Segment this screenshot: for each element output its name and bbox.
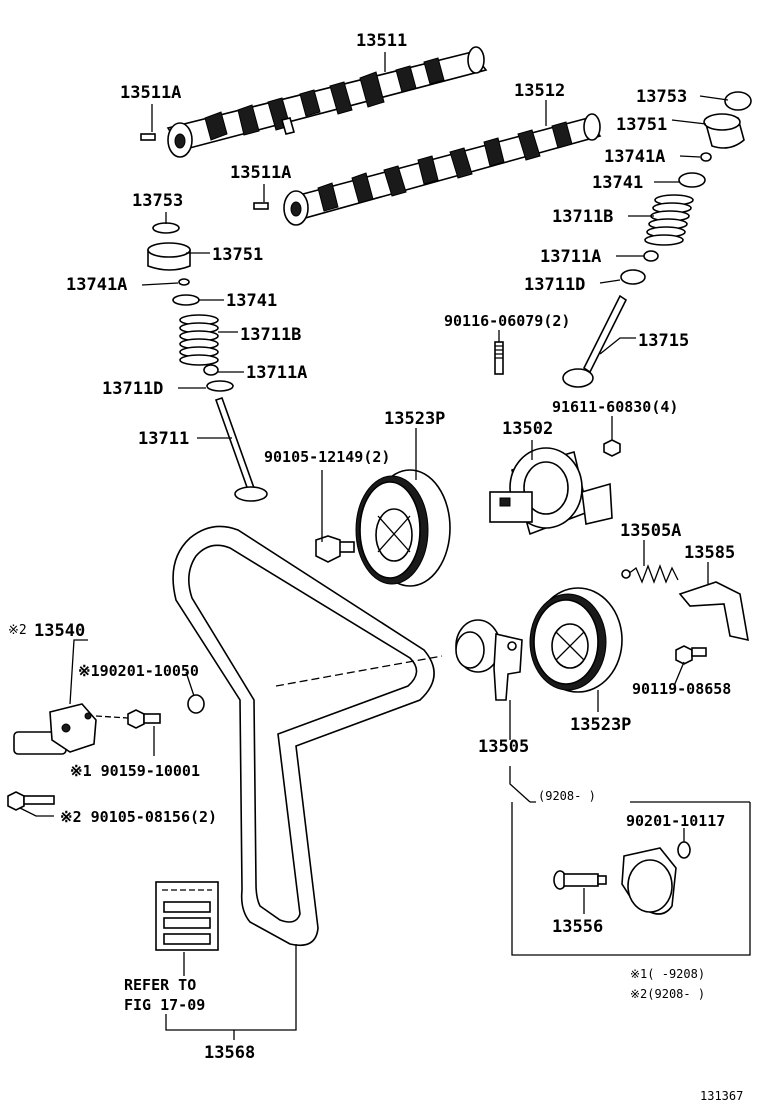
shim-13753-left xyxy=(152,222,180,234)
spring-13711B-left xyxy=(179,314,219,366)
label-13711D-left: 13711D xyxy=(102,379,163,399)
label-13711A-right: 13711A xyxy=(540,247,601,267)
label-refer-to: REFER TO xyxy=(124,976,196,994)
label-91611-60830: 91611-60830(4) xyxy=(552,398,678,416)
seal-13711A-right xyxy=(643,250,659,262)
valve-13711 xyxy=(214,396,268,502)
bolt-90105-08156 xyxy=(7,791,55,811)
valve-13715 xyxy=(562,294,628,388)
sprocket-13523P-top xyxy=(355,469,451,587)
label-13568: 13568 xyxy=(204,1043,255,1063)
label-13511A-mid: 13511A xyxy=(230,163,291,183)
label-90105-12149: 90105-12149(2) xyxy=(264,448,390,466)
bolt-90105-12149 xyxy=(315,535,355,563)
washer-90201-10050 xyxy=(187,694,205,714)
seat-13711D-right xyxy=(620,269,646,285)
label-13753-right: 13753 xyxy=(636,87,687,107)
bolt-13556 xyxy=(553,870,607,890)
retainer-13741-right xyxy=(678,172,706,188)
inset-box xyxy=(511,801,751,956)
label-90159-10001: ※1 90159-10001 xyxy=(70,762,200,780)
bolt-90119-08658 xyxy=(675,645,707,665)
label-13741A-right: 13741A xyxy=(604,147,665,167)
label-13502: 13502 xyxy=(502,419,553,439)
spring-13505A xyxy=(621,564,679,584)
label-13523P-top: 13523P xyxy=(384,409,445,429)
leader-lines xyxy=(19,52,729,1040)
label-13512: 13512 xyxy=(514,81,565,101)
valve-stack-right xyxy=(562,91,752,388)
label-13751-right: 13751 xyxy=(616,115,667,135)
label-13711B-left: 13711B xyxy=(240,325,301,345)
camshaft-13511 xyxy=(166,46,488,158)
bolt-90159-10001 xyxy=(127,709,161,729)
pin-13511A-top xyxy=(140,133,156,141)
note-2: ※2(9208- ) xyxy=(630,987,705,1001)
label-inset-range: (9208- ) xyxy=(538,789,596,803)
spring-13711B-right xyxy=(644,194,694,246)
lifter-13751-right xyxy=(703,113,741,131)
label-13505: 13505 xyxy=(478,737,529,757)
washer-90201-10117 xyxy=(677,841,691,859)
label-13556: 13556 xyxy=(552,917,603,937)
label-13523P-bottom: 13523P xyxy=(570,715,631,735)
sensor-13540 xyxy=(13,703,97,755)
pin-13511A-mid xyxy=(253,202,269,210)
label-90201-10050: ※190201-10050 xyxy=(78,662,199,680)
valve-stack-left xyxy=(147,222,268,502)
label-13711A-left: 13711A xyxy=(246,363,307,383)
stud-90116-06079 xyxy=(494,341,504,375)
label-90105-08156: ※2 90105-08156(2) xyxy=(60,808,217,826)
seal-13711A-left xyxy=(203,364,219,376)
lifter-13751-left xyxy=(147,242,191,258)
bracket-13585 xyxy=(678,581,749,642)
shim-13753-right xyxy=(724,91,752,111)
label-13540: 13540 xyxy=(34,621,85,641)
sprocket-13523P-bottom xyxy=(529,587,623,693)
label-13715: 13715 xyxy=(638,331,689,351)
idler-cover xyxy=(621,847,677,915)
label-13505A: 13505A xyxy=(620,521,681,541)
label-13741-left: 13741 xyxy=(226,291,277,311)
label-13751-left: 13751 xyxy=(212,245,263,265)
part-labels: 13511 13511A 13512 13511A 13753 13751 13… xyxy=(8,31,743,1103)
label-13741A-left: 13741A xyxy=(66,275,127,295)
label-90201-10117: 90201-10117 xyxy=(626,812,725,830)
label-90116-06079: 90116-06079(2) xyxy=(444,312,570,330)
timing-belt-13568 xyxy=(172,525,435,947)
label-13540-mark: ※2 xyxy=(8,623,27,638)
keeper-13741A-right xyxy=(700,152,712,162)
figure-id: 131367 xyxy=(700,1089,743,1103)
label-13711B-right: 13711B xyxy=(552,207,613,227)
keeper-13741A-left xyxy=(178,278,190,286)
retainer-13741-left xyxy=(172,294,200,306)
nut-91611-60830 xyxy=(603,439,621,457)
label-13511: 13511 xyxy=(356,31,407,51)
belt-reference-card xyxy=(155,881,219,951)
label-13585: 13585 xyxy=(684,543,735,563)
label-90119-08658: 90119-08658 xyxy=(632,680,731,698)
label-13711D-right: 13711D xyxy=(524,275,585,295)
label-13753-left: 13753 xyxy=(132,191,183,211)
seat-13711D-left xyxy=(206,380,234,392)
tensioner-13502 xyxy=(489,447,613,536)
idler-13505 xyxy=(455,619,523,701)
camshaft-13512 xyxy=(283,113,602,226)
label-13511A-top: 13511A xyxy=(120,83,181,103)
label-fig-17-09: FIG 17-09 xyxy=(124,996,205,1014)
label-13741-right: 13741 xyxy=(592,173,643,193)
label-13711: 13711 xyxy=(138,429,189,449)
note-1: ※1( -9208) xyxy=(630,967,705,981)
